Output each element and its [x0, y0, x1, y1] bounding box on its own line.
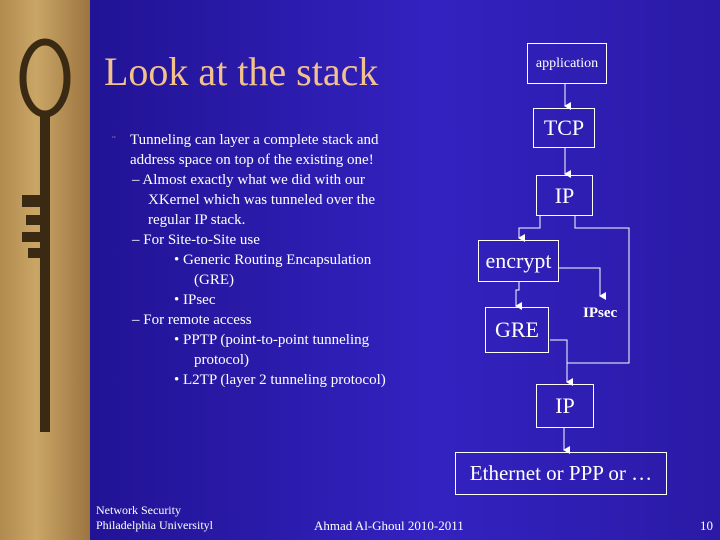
sub-sub-bullet-item: • PPTP (point-to-point tunneling protoco… [174, 332, 370, 368]
arrow-encrypt-to-ipsec [558, 267, 606, 300]
arrow-encrypt-to-gre [515, 282, 522, 310]
footer-course-line1: Network Security [96, 503, 181, 517]
old-key-icon [19, 38, 71, 432]
sub-sub-bullet-item: • L2TP (layer 2 tunneling protocol) [174, 372, 386, 388]
page-number: 10 [700, 518, 713, 533]
arrow-ip-to-encrypt [518, 216, 541, 242]
gre-box: GRE [485, 307, 549, 353]
encrypt-box: encrypt [478, 240, 559, 282]
arrow-gre-to-ip [550, 339, 568, 382]
key-image-strip [0, 0, 90, 540]
footer-course-line2: Philadelphia Universityl [96, 518, 213, 532]
sub-bullet-item: – Almost exactly what we did with our XK… [132, 172, 376, 228]
arrow-ip-to-ip-bypass [566, 216, 630, 386]
ip-box-top: IP [536, 175, 593, 216]
sub-bullet-item: – For Site-to-Site use [132, 232, 260, 248]
footer-course: Network Security Philadelphia University… [96, 503, 213, 533]
link-layer-box: Ethernet or PPP or … [455, 452, 667, 495]
ipsec-label: IPsec [583, 305, 618, 321]
footer-author: Ahmad Al-Ghoul 2010-2011 [314, 518, 464, 533]
sub-sub-bullet-item: • Generic Routing Encapsulation (GRE) [174, 252, 372, 288]
bullet-mark: ¨ [112, 134, 116, 146]
sub-sub-bullet-item: • IPsec [174, 292, 216, 308]
slide-title: Look at the stack [104, 49, 379, 94]
application-box: application [527, 43, 607, 84]
ip-box-bottom: IP [536, 384, 594, 428]
bullet-list: ¨ Tunneling can layer a complete stack a… [112, 130, 412, 390]
bullet-item: ¨ Tunneling can layer a complete stack a… [112, 130, 412, 170]
sub-bullet-item: – For remote access [132, 312, 252, 328]
bullet-text: Tunneling can layer a complete stack and… [130, 132, 379, 168]
tcp-box: TCP [533, 108, 595, 148]
